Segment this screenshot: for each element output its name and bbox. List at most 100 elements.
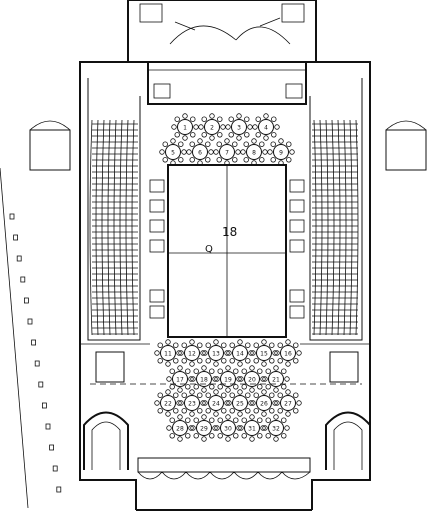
chair <box>271 116 277 122</box>
side-table-left <box>149 239 165 253</box>
chair <box>229 392 235 398</box>
seat-row-right <box>325 119 329 336</box>
seat-row-right <box>319 119 323 336</box>
seat-row-left <box>113 119 117 336</box>
chair <box>202 350 208 356</box>
chair <box>176 350 182 356</box>
auditorium-seating <box>89 119 359 336</box>
chair <box>178 141 184 147</box>
chair <box>209 368 215 374</box>
chair <box>189 157 195 163</box>
banquet-table: 17 <box>166 365 194 393</box>
chair <box>260 425 266 431</box>
banquet-table: 13 <box>202 339 230 367</box>
chair <box>253 358 259 364</box>
table-top <box>160 345 176 361</box>
chair <box>178 350 184 356</box>
chair <box>177 365 183 371</box>
banquet-table: 29 <box>190 414 218 442</box>
chair <box>217 417 223 423</box>
chair <box>232 141 238 147</box>
chair <box>185 384 191 390</box>
path-marker <box>13 234 19 241</box>
chair <box>181 342 187 348</box>
chair <box>237 339 243 345</box>
table-top <box>165 144 181 160</box>
chair <box>248 400 254 406</box>
chair <box>182 135 188 141</box>
table-top <box>244 371 260 387</box>
chair <box>281 417 287 423</box>
chair <box>269 342 275 348</box>
path-marker <box>34 360 40 367</box>
seat-row-left <box>89 119 93 336</box>
chair <box>278 160 284 166</box>
chair <box>169 433 175 439</box>
chair <box>205 358 211 364</box>
table-top <box>231 119 247 135</box>
chair <box>181 408 187 414</box>
table-number: 9 <box>279 150 283 157</box>
table-number: 16 <box>284 351 292 358</box>
chair <box>229 342 235 348</box>
table-top <box>256 345 272 361</box>
chair <box>174 132 180 138</box>
seat-row-left <box>95 119 99 336</box>
chair <box>214 425 220 431</box>
chair <box>186 149 192 155</box>
chair <box>274 350 280 356</box>
banquet-table: 19 <box>214 365 242 393</box>
chair <box>253 408 259 414</box>
chair <box>169 368 175 374</box>
chair <box>217 116 223 122</box>
table-number: 23 <box>188 401 196 408</box>
chair <box>229 408 235 414</box>
chair <box>217 384 223 390</box>
banquet-table: 20 <box>238 365 266 393</box>
chair <box>267 149 273 155</box>
table-number: 24 <box>212 401 220 408</box>
chair <box>170 138 176 144</box>
chair <box>209 433 215 439</box>
side-table-right <box>289 305 305 319</box>
chair <box>217 433 223 439</box>
chair <box>226 400 232 406</box>
chair <box>281 368 287 374</box>
chair <box>198 124 204 130</box>
chair <box>286 141 292 147</box>
chair <box>157 358 163 364</box>
chair <box>245 358 251 364</box>
chair <box>189 389 195 395</box>
path-marker <box>20 276 26 283</box>
chair <box>296 350 302 356</box>
table-top <box>184 395 200 411</box>
chair <box>200 400 206 406</box>
seat-row-right <box>313 119 317 336</box>
chair <box>190 116 196 122</box>
banquet-table: 2 <box>198 113 226 141</box>
chair <box>257 384 263 390</box>
table-number: 29 <box>200 426 208 433</box>
banquet-table: 14 <box>226 339 254 367</box>
chair <box>250 400 256 406</box>
chair <box>261 361 267 367</box>
chair <box>253 392 259 398</box>
chair <box>232 157 238 163</box>
chair <box>169 417 175 423</box>
chair <box>225 124 231 130</box>
table-number: 3 <box>237 125 241 132</box>
chair <box>185 417 191 423</box>
chair <box>189 141 195 147</box>
chair <box>241 433 247 439</box>
table-top <box>177 119 193 135</box>
chair <box>213 361 219 367</box>
chair <box>226 350 232 356</box>
chair <box>197 358 203 364</box>
chair <box>241 368 247 374</box>
chair <box>193 433 199 439</box>
chair <box>243 157 249 163</box>
path-marker <box>31 339 37 346</box>
chair <box>255 132 261 138</box>
table-top <box>196 371 212 387</box>
side-table-left <box>149 289 165 303</box>
